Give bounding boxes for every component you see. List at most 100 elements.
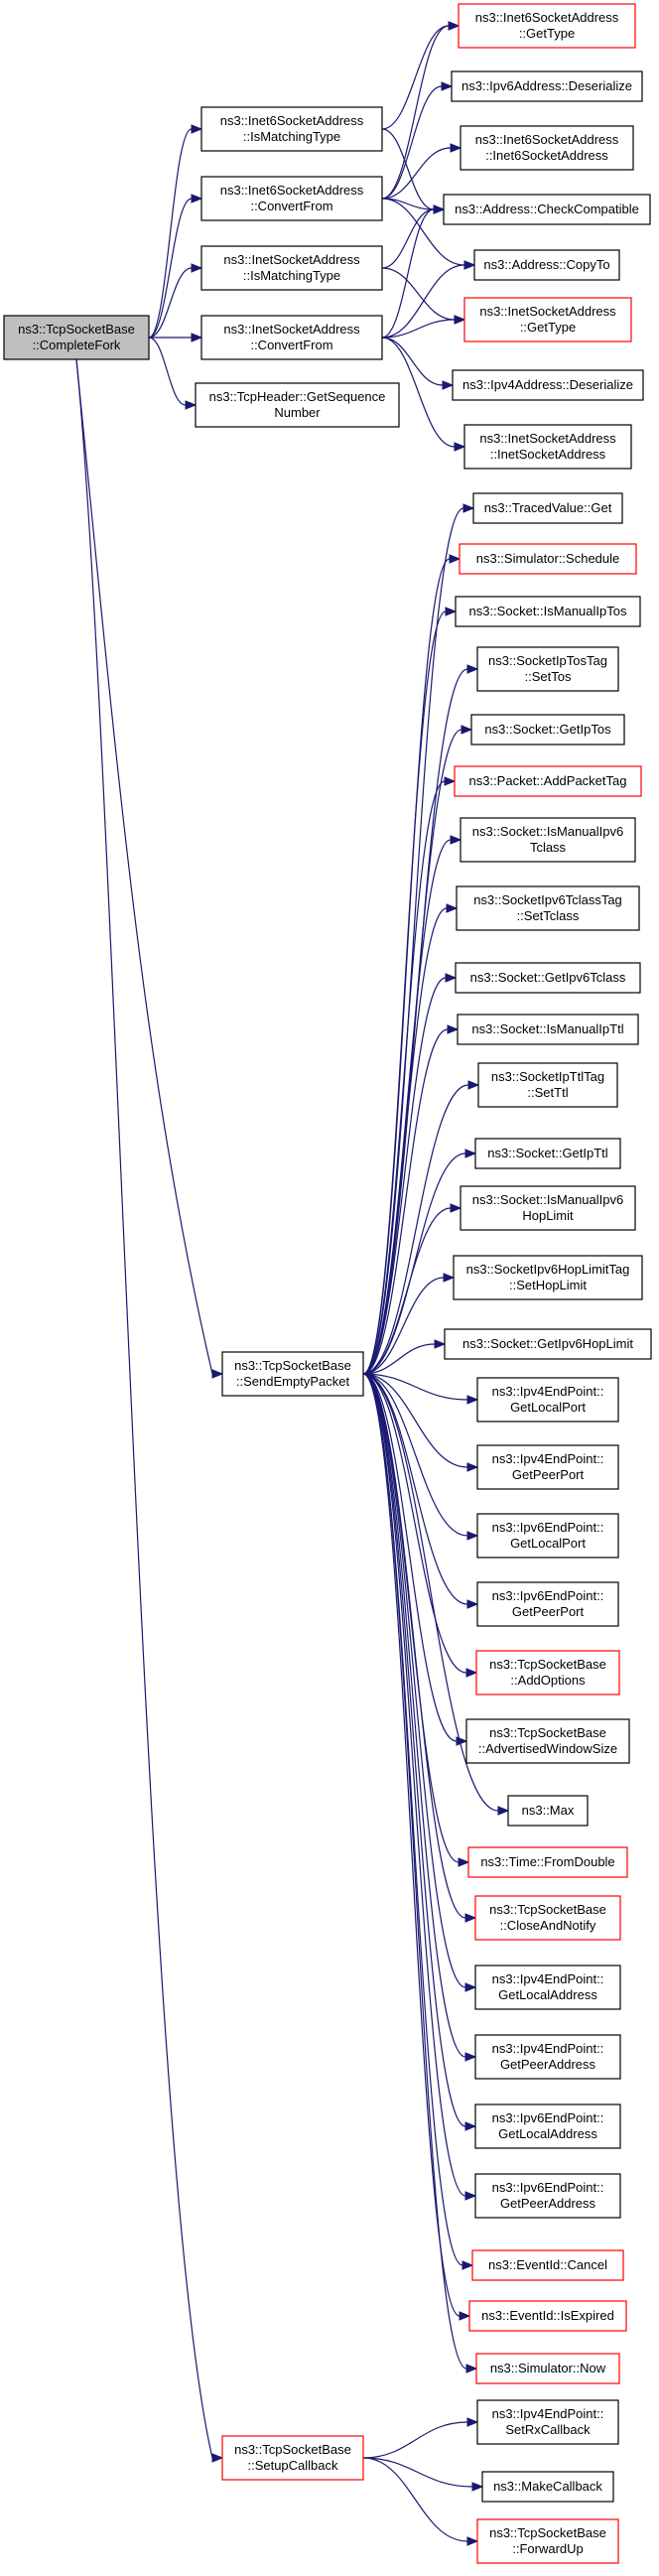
node-isManualIpTos[interactable]: ns3::Socket::IsManualIpTos bbox=[455, 596, 641, 627]
node-ipv6TclassSet[interactable]: ns3::SocketIpv6TclassTag::SetTclass bbox=[456, 885, 640, 931]
edge-sendEmpty-ipv6PeerAddr bbox=[362, 1373, 466, 2197]
node-label: ns3::TcpSocketBase bbox=[18, 322, 135, 337]
arrowhead-sendEmpty-isManualIpTtl bbox=[447, 1024, 460, 1034]
node-simNow[interactable]: ns3::Simulator::Now bbox=[475, 2353, 620, 2384]
node-inet6Ctor[interactable]: ns3::Inet6SocketAddress::Inet6SocketAddr… bbox=[460, 125, 634, 171]
arrowhead-sendEmpty-ipTosSetTos bbox=[466, 664, 479, 674]
node-label: ns3::Packet::AddPacketTag bbox=[469, 773, 627, 788]
node-box bbox=[444, 1328, 652, 1360]
node-label: ns3::SocketIpv6HopLimitTag bbox=[466, 1262, 630, 1277]
edge-root-sendEmpty bbox=[75, 358, 213, 1375]
node-addPacketTag[interactable]: ns3::Packet::AddPacketTag bbox=[454, 765, 642, 797]
node-ipv6LocalPort[interactable]: ns3::Ipv6EndPoint::GetLocalPort bbox=[476, 1513, 619, 1559]
node-sendEmpty[interactable]: ns3::TcpSocketBase::SendEmptyPacket bbox=[221, 1351, 364, 1397]
node-addrCheck[interactable]: ns3::Address::CheckCompatible bbox=[443, 194, 651, 225]
node-inet6Convert[interactable]: ns3::Inet6SocketAddress::ConvertFrom bbox=[200, 176, 383, 221]
node-getIpv6Tclass[interactable]: ns3::Socket::GetIpv6Tclass bbox=[455, 962, 641, 994]
node-inetIsMatch[interactable]: ns3::InetSocketAddress::IsMatchingType bbox=[200, 245, 383, 291]
arrowhead-root-inetIsMatch bbox=[191, 263, 203, 273]
node-ipTosSetTos[interactable]: ns3::SocketIpTosTag::SetTos bbox=[476, 646, 619, 692]
node-makeCb[interactable]: ns3::MakeCallback bbox=[481, 2471, 614, 2503]
node-setupCb[interactable]: ns3::TcpSocketBase::SetupCallback bbox=[221, 2435, 364, 2481]
node-label: ns3::Max bbox=[522, 1803, 575, 1818]
edge-root-setupCb bbox=[75, 358, 213, 2459]
node-inetCtor[interactable]: ns3::InetSocketAddress::InetSocketAddres… bbox=[463, 424, 632, 470]
node-label: ::ConvertFrom bbox=[250, 338, 332, 352]
node-getIpTos[interactable]: ns3::Socket::GetIpTos bbox=[470, 714, 625, 746]
arrowhead-sendEmpty-getIpTos bbox=[461, 725, 473, 735]
node-ipv4PeerAddr[interactable]: ns3::Ipv4EndPoint::GetPeerAddress bbox=[474, 2034, 621, 2080]
arrowhead-sendEmpty-addPacketTag bbox=[444, 776, 457, 786]
node-evExpired[interactable]: ns3::EventId::IsExpired bbox=[468, 2300, 627, 2332]
node-label: ::SetHopLimit bbox=[509, 1278, 587, 1292]
arrowhead-inetConvert-inetCtor bbox=[454, 442, 466, 452]
node-box bbox=[460, 817, 636, 863]
node-inetConvert[interactable]: ns3::InetSocketAddress::ConvertFrom bbox=[200, 315, 383, 360]
edge-inet6IsMatch-inet6GetType bbox=[381, 25, 450, 130]
node-inetGetType[interactable]: ns3::InetSocketAddress::GetType bbox=[463, 297, 632, 342]
node-addrCopyTo[interactable]: ns3::Address::CopyTo bbox=[473, 249, 620, 281]
edge-inetConvert-addrCopyTo bbox=[381, 264, 465, 339]
node-simSchedule[interactable]: ns3::Simulator::Schedule bbox=[459, 543, 637, 575]
node-label: ::GetType bbox=[519, 26, 575, 41]
node-box bbox=[477, 1062, 618, 1108]
node-label: ns3::Ipv6EndPoint:: bbox=[492, 1520, 604, 1535]
edge-sendEmpty-advWindow bbox=[362, 1373, 458, 1742]
node-label: ns3::Time::FromDouble bbox=[480, 1854, 614, 1869]
node-forwardUp[interactable]: ns3::TcpSocketBase::ForwardUp bbox=[476, 2518, 619, 2564]
node-advWindow[interactable]: ns3::TcpSocketBase::AdvertisedWindowSize bbox=[465, 1718, 630, 1764]
arrowhead-inet6Convert-ipv6Deser bbox=[441, 81, 454, 91]
node-inet6GetType[interactable]: ns3::Inet6SocketAddress::GetType bbox=[458, 3, 636, 49]
node-box bbox=[455, 596, 641, 627]
node-label: ::SetupCallback bbox=[247, 2458, 338, 2473]
node-ipv6LocalAddr[interactable]: ns3::Ipv6EndPoint::GetLocalAddress bbox=[474, 2103, 621, 2149]
node-box bbox=[476, 1444, 619, 1490]
node-label: ::IsMatchingType bbox=[243, 268, 340, 283]
node-box bbox=[470, 714, 625, 746]
node-evCancel[interactable]: ns3::EventId::Cancel bbox=[471, 2249, 624, 2281]
node-getIpTtl[interactable]: ns3::Socket::GetIpTtl bbox=[474, 1138, 621, 1169]
edge-root-inet6IsMatch bbox=[148, 128, 193, 339]
node-box bbox=[452, 369, 644, 401]
edge-sendEmpty-addOptions bbox=[362, 1373, 467, 1674]
node-label: GetPeerPort bbox=[512, 1604, 585, 1619]
edge-sendEmpty-max bbox=[362, 1373, 499, 1812]
node-ipv4LocalAddr[interactable]: ns3::Ipv4EndPoint::GetLocalAddress bbox=[474, 1965, 621, 2010]
node-root[interactable]: ns3::TcpSocketBase::CompleteFork bbox=[3, 315, 150, 360]
node-label: ns3::Address::CopyTo bbox=[483, 257, 609, 272]
edge-inetIsMatch-inetGetType bbox=[381, 267, 456, 321]
node-ipv6PeerAddr[interactable]: ns3::Ipv6EndPoint::GetPeerAddress bbox=[474, 2173, 621, 2219]
node-getIpv6Hop[interactable]: ns3::Socket::GetIpv6HopLimit bbox=[444, 1328, 652, 1360]
node-label: ns3::TcpSocketBase bbox=[234, 1358, 351, 1373]
node-box bbox=[476, 1513, 619, 1559]
node-ipv4LocalPort[interactable]: ns3::Ipv4EndPoint::GetLocalPort bbox=[476, 1377, 619, 1423]
node-max[interactable]: ns3::Max bbox=[507, 1795, 589, 1827]
node-box bbox=[475, 2353, 620, 2384]
node-ipv6HopSet[interactable]: ns3::SocketIpv6HopLimitTag::SetHopLimit bbox=[453, 1255, 643, 1300]
node-label: GetPeerAddress bbox=[500, 2057, 596, 2072]
node-inet6IsMatch[interactable]: ns3::Inet6SocketAddress::IsMatchingType bbox=[200, 106, 383, 152]
node-box bbox=[200, 176, 383, 221]
node-label: ::CloseAndNotify bbox=[500, 1918, 596, 1933]
node-isManualIpTtl[interactable]: ns3::Socket::IsManualIpTtl bbox=[457, 1014, 639, 1045]
node-label: ns3::Ipv4EndPoint:: bbox=[492, 2041, 604, 2056]
node-box bbox=[458, 3, 636, 49]
node-ipv6Deser[interactable]: ns3::Ipv6Address::Deserialize bbox=[451, 70, 643, 102]
node-tracedGet[interactable]: ns3::TracedValue::Get bbox=[472, 492, 623, 524]
arrowhead-sendEmpty-addOptions bbox=[465, 1668, 478, 1678]
node-fromDouble[interactable]: ns3::Time::FromDouble bbox=[467, 1846, 628, 1878]
arrowhead-sendEmpty-fromDouble bbox=[458, 1857, 470, 1867]
edge-inetConvert-inetGetType bbox=[381, 319, 456, 339]
edge-inetConvert-addrCheck bbox=[381, 208, 435, 339]
node-box bbox=[455, 962, 641, 994]
node-closeNotify[interactable]: ns3::TcpSocketBase::CloseAndNotify bbox=[474, 1895, 621, 1941]
node-ipv4PeerPort[interactable]: ns3::Ipv4EndPoint::GetPeerPort bbox=[476, 1444, 619, 1490]
node-ipTtlSet[interactable]: ns3::SocketIpTtlTag::SetTtl bbox=[477, 1062, 618, 1108]
node-setRxCb[interactable]: ns3::Ipv4EndPoint::SetRxCallback bbox=[476, 2399, 619, 2445]
node-ipv6PeerPort[interactable]: ns3::Ipv6EndPoint::GetPeerPort bbox=[476, 1581, 619, 1627]
node-addOptions[interactable]: ns3::TcpSocketBase::AddOptions bbox=[475, 1650, 620, 1695]
node-ipv4Deser[interactable]: ns3::Ipv4Address::Deserialize bbox=[452, 369, 644, 401]
